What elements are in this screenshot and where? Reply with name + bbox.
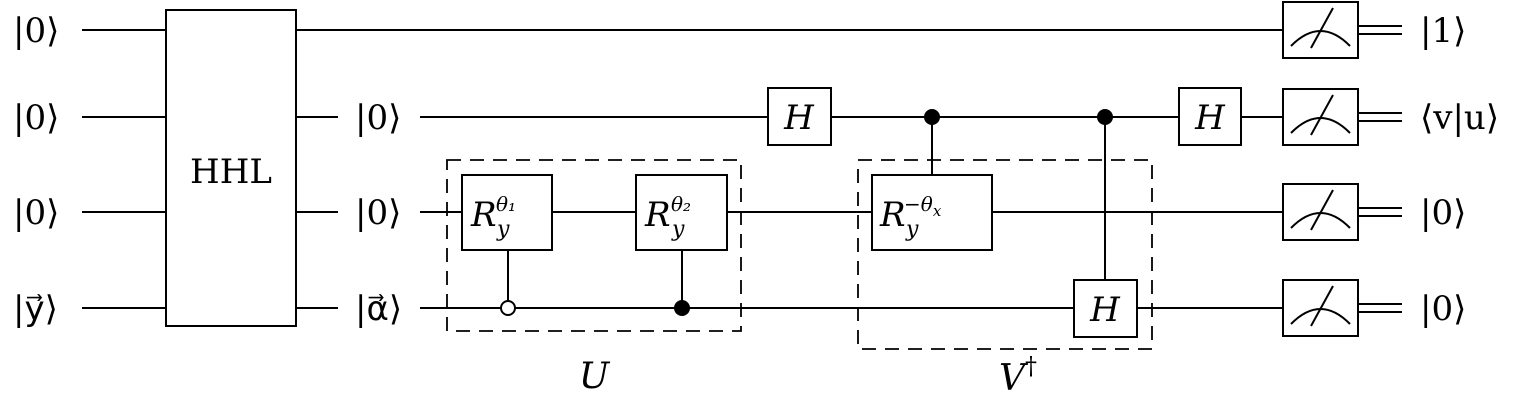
output-ket-0: |1⟩	[1420, 11, 1466, 51]
h-gate-controlled-label: H	[1089, 290, 1121, 330]
output-ket-3: |0⟩	[1420, 289, 1466, 329]
meter-1	[1282, 88, 1359, 146]
h-gate-1-label: H	[783, 98, 815, 138]
wires	[82, 29, 1283, 309]
hhl-label: HHL	[190, 152, 272, 192]
output-ket-2: |0⟩	[1420, 193, 1466, 233]
meter-0	[1282, 1, 1359, 59]
output-states: |1⟩ ⟨v|u⟩ |0⟩ |0⟩	[1420, 11, 1499, 329]
mid-ket-3: |α⃗⟩	[355, 289, 402, 329]
input-states: |0⟩ |0⟩ |0⟩ |y⃗⟩	[13, 11, 59, 329]
ry3-subscript: y	[905, 217, 919, 242]
input-ket-2: |0⟩	[13, 193, 59, 233]
mid-ket-1: |0⟩	[355, 98, 401, 138]
v-dagger-label: V†	[999, 352, 1037, 399]
meter-2	[1282, 183, 1359, 241]
h-gate-controlled: H	[1073, 279, 1138, 338]
dagger-symbol: †	[1025, 352, 1037, 380]
ry1-subscript: y	[496, 217, 510, 242]
classical-wires	[1358, 25, 1402, 313]
input-ket-0: |0⟩	[13, 11, 59, 51]
ch-filled-control	[1097, 109, 1113, 125]
measurements	[1282, 1, 1359, 337]
ry3-filled-control	[924, 109, 940, 125]
u-group: U R θ₁ y R θ₂ y	[446, 159, 742, 397]
u-group-label: U	[579, 356, 611, 397]
output-ket-1: ⟨v|u⟩	[1420, 98, 1499, 138]
ry3-superscript: −θx	[904, 192, 942, 220]
v-dagger-group: V† R −θx y H	[857, 109, 1153, 399]
h-gate-1: H	[767, 87, 832, 146]
v-dagger-group-box	[857, 159, 1153, 350]
input-ket-3: |y⃗⟩	[13, 289, 58, 329]
hhl-block: HHL	[165, 9, 297, 327]
ry2-filled-control	[674, 300, 690, 316]
input-ket-1: |0⟩	[13, 98, 59, 138]
ry-theta1-gate: R θ₁ y	[461, 174, 553, 251]
meter-3	[1282, 279, 1359, 337]
mid-ket-2: |0⟩	[355, 193, 401, 233]
intermediate-states: |0⟩ |0⟩ |α⃗⟩	[355, 98, 402, 329]
h-gate-2: H	[1178, 87, 1242, 146]
h-gate-2-label: H	[1194, 98, 1226, 138]
ry2-superscript: θ₂	[671, 192, 691, 216]
u-group-box	[446, 159, 742, 332]
ry-minus-theta-x-gate: R −θx y	[871, 174, 993, 251]
ry1-open-control	[500, 300, 516, 316]
ry1-superscript: θ₁	[496, 192, 516, 216]
ry2-base: R	[644, 195, 671, 235]
ry3-base: R	[879, 195, 906, 235]
ry-theta2-gate: R θ₂ y	[635, 174, 728, 251]
ry2-subscript: y	[671, 217, 685, 242]
ry1-base: R	[470, 195, 497, 235]
